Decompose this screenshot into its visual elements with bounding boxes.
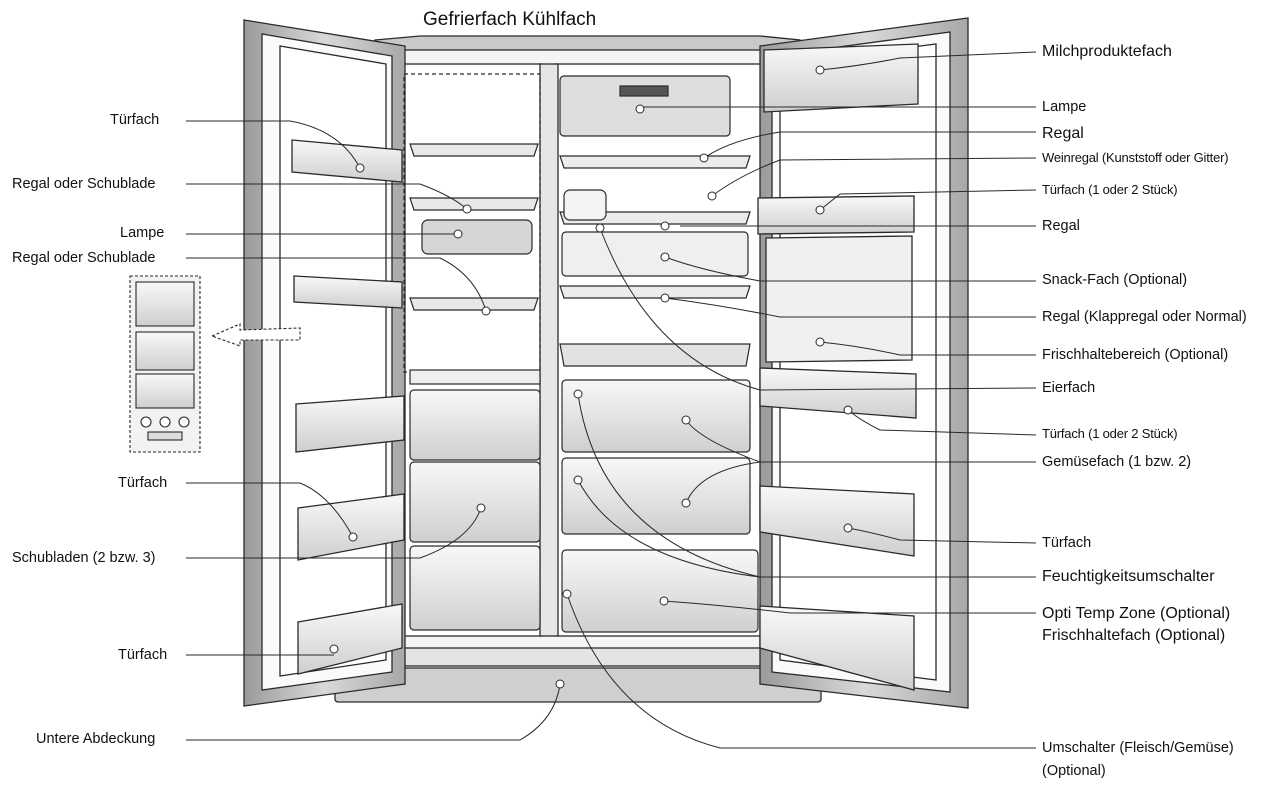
leader-gemuesefach-2 [685,419,761,463]
label-umschalter: Umschalter (Fleisch/Gemüse) [1042,740,1234,756]
leader-feuchtigkeit [577,479,1036,578]
label-regal-schublade-2: Regal oder Schublade [12,250,156,266]
label-tuerfach-right: Türfach [1042,535,1092,551]
marker-opti-temp [659,596,669,606]
marker-eierfach [595,223,605,233]
leader-eierfach [599,227,1037,391]
marker-regal-1 [699,153,709,163]
label-tuerfach-1-2-mid: Türfach (1 oder 2 Stück) [1042,426,1178,441]
leader-gemuesefach [685,461,1036,504]
marker-gemuesefach [681,498,691,508]
leader-regal-schublade-2 [186,257,487,312]
marker-untere-abdeckung [555,679,565,689]
marker-lampe-right [635,104,645,114]
leader-frischhaltebereich [819,341,1036,356]
marker-frischhaltebereich [815,337,825,347]
bottom-cover [334,647,822,703]
leader-opti-temp [663,600,1036,614]
freezer-door [243,19,406,707]
marker-lampe [453,229,463,239]
leader-tuerfach-mid [186,482,354,538]
marker-feuchtigkeit [573,475,583,485]
leader-tuerfach-right [847,527,1037,544]
marker-regal-schublade-2 [481,306,491,316]
label-tuerfach-bottom: Türfach [118,647,168,663]
label-umschalter-optional: (Optional) [1042,763,1106,779]
label-frischhaltebereich: Frischhaltebereich (Optional) [1042,347,1229,363]
label-lampe-left: Lampe [120,225,165,241]
label-lampe-right: Lampe [1042,99,1087,115]
leader-untere-abdeckung [186,683,561,741]
label-feuchtigkeitsumschalter: Feuchtigkeitsumschalter [1042,568,1215,585]
drawer-detail-panel [129,275,301,453]
marker-tuerfach-bottom [329,644,339,654]
label-milchproduktefach: Milchproduktefach [1042,43,1172,60]
label-schubladen: Schubladen (2 bzw. 3) [12,550,156,566]
fridge-door [757,17,969,709]
marker-tuerfach-top [355,163,365,173]
label-tuerfach-mid: Türfach [118,475,168,491]
marker-weinregal [707,191,717,201]
marker-feuchtigkeit-2 [573,389,583,399]
leader-schubladen [186,507,482,559]
leader-snack-fach [664,256,1036,282]
leader-tuerfach-top [186,120,361,169]
marker-gemuesefach-2 [681,415,691,425]
label-weinregal: Weinregal (Kunststoff oder Gitter) [1042,150,1229,165]
label-tuerfach-1-2-top: Türfach (1 oder 2 Stück) [1042,182,1178,197]
leader-regal-klapp [664,297,1036,318]
label-regal-klapp: Regal (Klappregal oder Normal) [1042,309,1247,325]
freezer-interior [403,73,541,631]
leader-feuchtigkeit-2 [577,393,761,578]
marker-regal-klapp [660,293,670,303]
marker-tuerfach-mid [348,532,358,542]
leader-milchproduktefach [819,51,1037,71]
leader-regal-schublade-1 [186,183,468,210]
marker-milchproduktefach [815,65,825,75]
leader-regal-1 [703,131,1036,159]
label-gemuesefach: Gemüsefach (1 bzw. 2) [1042,454,1192,470]
marker-tuerfach-right [843,523,853,533]
label-regal-schublade-1: Regal oder Schublade [12,176,156,192]
marker-schubladen [476,503,486,513]
marker-umschalter [562,589,572,599]
label-regal-1: Regal [1042,125,1084,142]
leader-weinregal [711,157,1037,197]
fridge-interior [559,75,759,633]
label-snack-fach: Snack-Fach (Optional) [1042,272,1188,288]
marker-snack-fach [660,252,670,262]
callout-markers [329,65,853,689]
compartment-titles: Gefrierfach Kühlfach [423,9,597,30]
label-untere-abdeckung: Untere Abdeckung [36,731,156,747]
marker-tuerfach-1-2-mid [843,405,853,415]
leader-umschalter [566,593,1036,749]
marker-tuerfach-1-2-top [815,205,825,215]
label-tuerfach-top: Türfach [110,112,160,128]
marker-regal-schublade-1 [462,204,472,214]
label-frischhaltefach: Frischhaltefach (Optional) [1042,627,1226,644]
label-eierfach: Eierfach [1042,380,1096,396]
label-opti-temp-zone: Opti Temp Zone (Optional) [1042,605,1231,622]
marker-regal-2 [660,221,670,231]
label-regal-2: Regal [1042,218,1080,234]
